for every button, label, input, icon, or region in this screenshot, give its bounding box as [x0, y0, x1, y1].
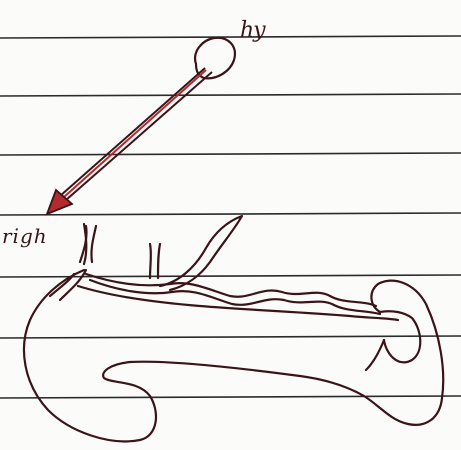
handwritten-label-top: hy	[240, 20, 265, 42]
pointer-arrow	[47, 68, 212, 214]
ruled-line	[0, 396, 461, 398]
handwritten-label-side: righ	[2, 226, 48, 246]
ruled-lines	[0, 36, 461, 398]
ruled-line	[0, 94, 461, 96]
ruled-line	[0, 153, 461, 155]
ruled-line	[0, 36, 461, 38]
ruled-line	[0, 336, 461, 338]
ruled-line	[0, 213, 461, 215]
organ-sketch	[24, 216, 443, 441]
